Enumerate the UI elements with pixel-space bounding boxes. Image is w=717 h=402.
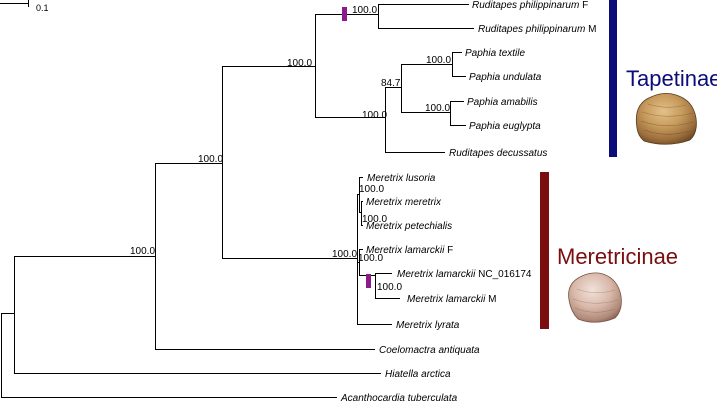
taxon-label: Paphia undulata (469, 72, 542, 83)
clade-label-meretricinae: Meretricinae (557, 244, 678, 269)
taxon-label: Meretrix lyrata (396, 320, 460, 331)
taxon-label: Coelomactra antiquata (379, 345, 480, 356)
support-value: 100.0 (359, 184, 384, 195)
taxon-label: Acanthocardia tuberculata (340, 393, 458, 402)
clade-bar-tapetinae (609, 0, 617, 157)
taxon-label: Paphia textile (465, 48, 525, 59)
clade-label-tapetinae: Tapetinae (626, 66, 717, 91)
taxon-label: Ruditapes decussatus (449, 148, 547, 159)
taxon-label: Ruditapes philippinarum F (472, 0, 588, 11)
shell-image-tapetinae (635, 93, 697, 145)
support-value: 100.0 (130, 246, 155, 257)
scale-bar: 0.1 (0, 0, 49, 13)
support-value: 100.0 (362, 110, 387, 121)
support-value: 100.0 (352, 5, 377, 16)
taxon-label: Meretrix lusoria (367, 173, 436, 184)
taxon-label: Paphia euglypta (469, 121, 541, 132)
support-value: 100.0 (425, 103, 450, 114)
support-value: 100.0 (332, 249, 357, 260)
event-marker-meretricinae (366, 274, 371, 288)
support-value: 84.7 (381, 78, 401, 89)
taxon-labels: Ruditapes philippinarum F Ruditapes phil… (340, 0, 596, 402)
taxon-label: Paphia amabilis (467, 97, 538, 108)
taxon-label: Meretrix lamarckii NC_016174 (397, 269, 532, 280)
taxon-label: Meretrix lamarckii M (407, 294, 496, 305)
support-value: 100.0 (358, 253, 383, 264)
event-marker-tapetinae (342, 7, 347, 21)
taxon-label: Meretrix meretrix (366, 197, 442, 208)
clade-bar-meretricinae (540, 172, 549, 329)
scale-bar-label: 0.1 (36, 3, 49, 13)
support-values: 100.0 100.0 84.7 100.0 100.0 100.0 100.0… (130, 5, 451, 293)
taxon-label: Ruditapes philippinarum M (478, 24, 596, 35)
taxon-label: Meretrix lamarckii F (366, 245, 453, 256)
support-value: 100.0 (362, 214, 387, 225)
shell-image-meretricinae (568, 272, 622, 323)
support-value: 100.0 (287, 58, 312, 69)
tree-branches (1, 4, 474, 398)
support-value: 100.0 (377, 282, 402, 293)
support-value: 100.0 (426, 55, 451, 66)
taxon-label: Hiatella arctica (385, 369, 451, 380)
support-value: 100.0 (198, 154, 223, 165)
taxon-label: Meretrix petechialis (366, 221, 452, 232)
